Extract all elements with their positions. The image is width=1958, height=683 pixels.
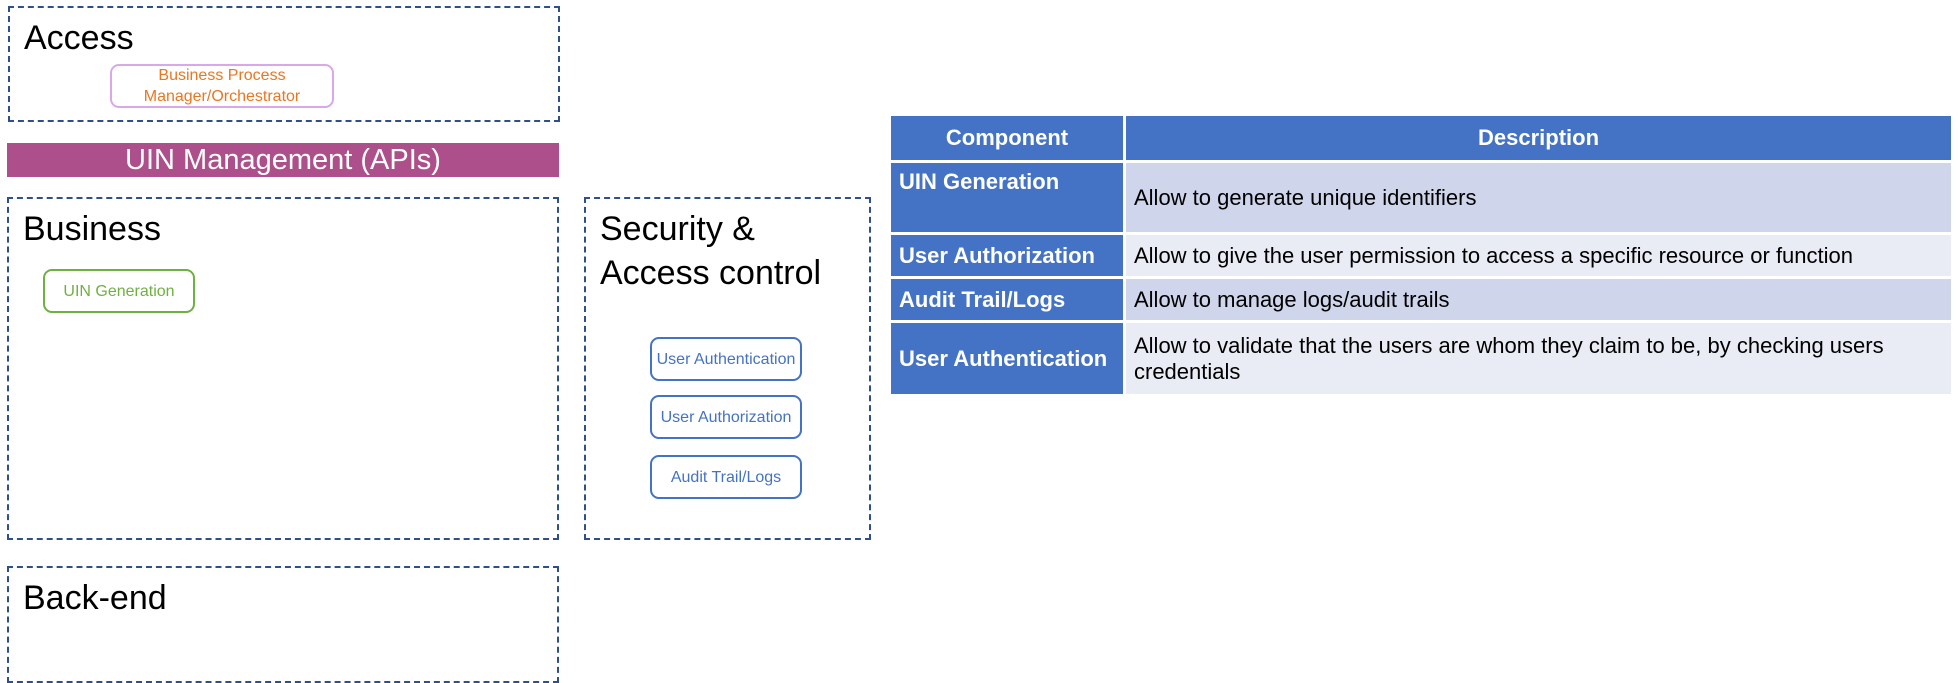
back-end-section-title: Back-end xyxy=(23,579,167,617)
description-cell: Allow to generate unique identifiers xyxy=(1123,160,1954,235)
back-end-section: Back-end xyxy=(7,566,559,683)
component-cell: Audit Trail/Logs xyxy=(888,276,1126,323)
table-row: User Authorization Allow to give the use… xyxy=(888,232,1954,279)
user-authorization-module: User Authorization xyxy=(650,395,802,439)
access-section: Access Business Process Manager/Orchestr… xyxy=(8,6,560,122)
access-section-title: Access xyxy=(24,19,134,57)
component-description-table: Component Description UIN Generation All… xyxy=(888,113,1954,397)
user-authentication-module: User Authentication xyxy=(650,337,802,381)
table-header-row: Component Description xyxy=(888,113,1954,163)
description-cell: Allow to give the user permission to acc… xyxy=(1123,232,1954,279)
table-row: UIN Generation Allow to generate unique … xyxy=(888,160,1954,235)
component-column-header: Component xyxy=(888,113,1126,163)
table-row: Audit Trail/Logs Allow to manage logs/au… xyxy=(888,276,1954,323)
description-cell: Allow to validate that the users are who… xyxy=(1123,320,1954,397)
description-column-header: Description xyxy=(1123,113,1954,163)
uin-management-banner: UIN Management (APIs) xyxy=(7,143,559,177)
component-cell: UIN Generation xyxy=(888,160,1126,235)
uin-generation-module: UIN Generation xyxy=(43,269,195,313)
table-row: User Authentication Allow to validate th… xyxy=(888,320,1954,397)
security-access-control-section: Security & Access control User Authentic… xyxy=(584,197,871,540)
business-process-manager-module: Business Process Manager/Orchestrator xyxy=(110,64,334,108)
component-cell: User Authentication xyxy=(888,320,1126,397)
security-section-title: Security & Access control xyxy=(600,210,822,292)
component-cell: User Authorization xyxy=(888,232,1126,279)
audit-trail-logs-module: Audit Trail/Logs xyxy=(650,455,802,499)
business-section-title: Business xyxy=(23,210,161,248)
description-cell: Allow to manage logs/audit trails xyxy=(1123,276,1954,323)
business-section: Business UIN Generation xyxy=(7,197,559,540)
